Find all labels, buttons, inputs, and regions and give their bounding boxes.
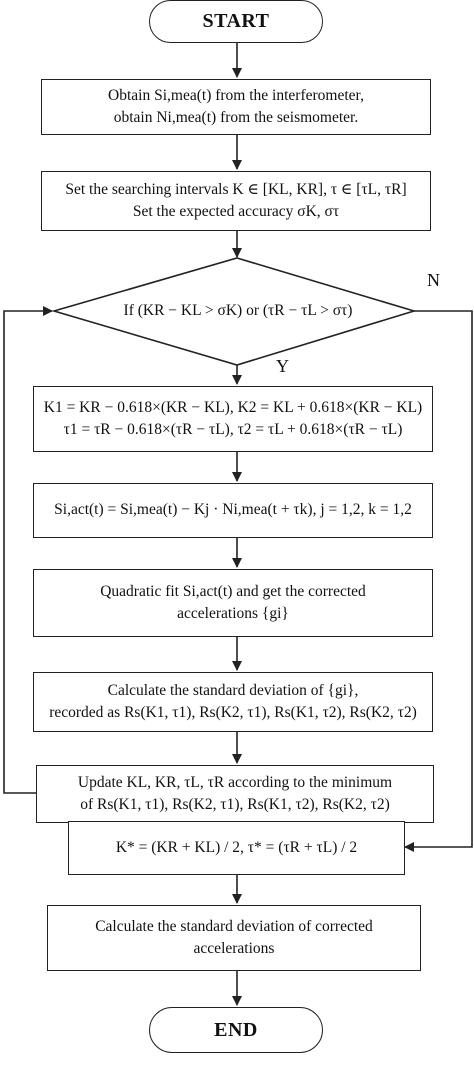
signal-correction-box: Si,act(t) = Si,mea(t) − Kj · Ni,mea(t + … xyxy=(33,483,433,538)
fit-line-2: accelerations {gi} xyxy=(177,605,289,622)
update-bounds-box: Update KL, KR, τL, τR according to the m… xyxy=(36,765,434,823)
std-line-2: recorded as Rs(K1, τ1), Rs(K2, τ1), Rs(K… xyxy=(49,704,417,721)
end-terminal: END xyxy=(149,1007,323,1053)
std-line-1: Calculate the standard deviation of {gi}… xyxy=(107,681,359,699)
signal-formula: Si,act(t) = Si,mea(t) − Kj · Ni,mea(t + … xyxy=(54,501,412,519)
decision-condition: If (KR − KL > σK) or (τR − τL > στ) xyxy=(123,302,353,319)
update-line-1: Update KL, KR, τL, τR according to the m… xyxy=(77,773,393,791)
loop-back-connector xyxy=(3,306,53,794)
obtain-line-1: Obtain Si,mea(t) from the interferometer… xyxy=(108,86,364,104)
end-label: END xyxy=(214,1018,258,1041)
start-label: START xyxy=(202,10,270,32)
compute-line-1: K1 = KR − 0.618×(KR − KL), K2 = KL + 0.6… xyxy=(43,398,423,416)
compute-k-tau-box: K1 = KR − 0.618×(KR − KL), K2 = KL + 0.6… xyxy=(33,386,433,452)
quadratic-fit-box: Quadratic fit Si,act(t) and get the corr… xyxy=(33,569,433,637)
fit-line-1: Quadratic fit Si,act(t) and get the corr… xyxy=(100,582,366,600)
result-formula: K* = (KR + KL) / 2, τ* = (τR + τL) / 2 xyxy=(115,838,358,856)
set-intervals-box: Set the searching intervals K ∈ [KL, KR]… xyxy=(41,171,431,231)
set-line-2: Set the expected accuracy σK, στ xyxy=(132,203,340,220)
obtain-signals-box: Obtain Si,mea(t) from the interferometer… xyxy=(41,79,431,135)
set-line-1: Set the searching intervals K ∈ [KL, KR]… xyxy=(65,180,407,198)
std-calculation-box: Calculate the standard deviation of {gi}… xyxy=(33,672,433,732)
result-box: K* = (KR + KL) / 2, τ* = (τR + τL) / 2 xyxy=(68,821,405,875)
no-branch-connector xyxy=(404,310,473,852)
update-line-2: of Rs(K1, τ1), Rs(K2, τ1), Rs(K1, τ2), R… xyxy=(80,796,390,813)
final-line-1: Calculate the standard deviation of corr… xyxy=(95,917,373,935)
final-calculation-box: Calculate the standard deviation of corr… xyxy=(47,905,421,971)
start-terminal: START xyxy=(149,0,323,43)
obtain-line-2: obtain Ni,mea(t) from the seismometer. xyxy=(113,109,359,126)
final-line-2: accelerations xyxy=(193,940,275,957)
no-label: N xyxy=(427,270,440,290)
compute-line-2: τ1 = τR − 0.618×(τR − τL), τ2 = τL + 0.6… xyxy=(63,421,403,438)
yes-label: Y xyxy=(276,356,289,376)
